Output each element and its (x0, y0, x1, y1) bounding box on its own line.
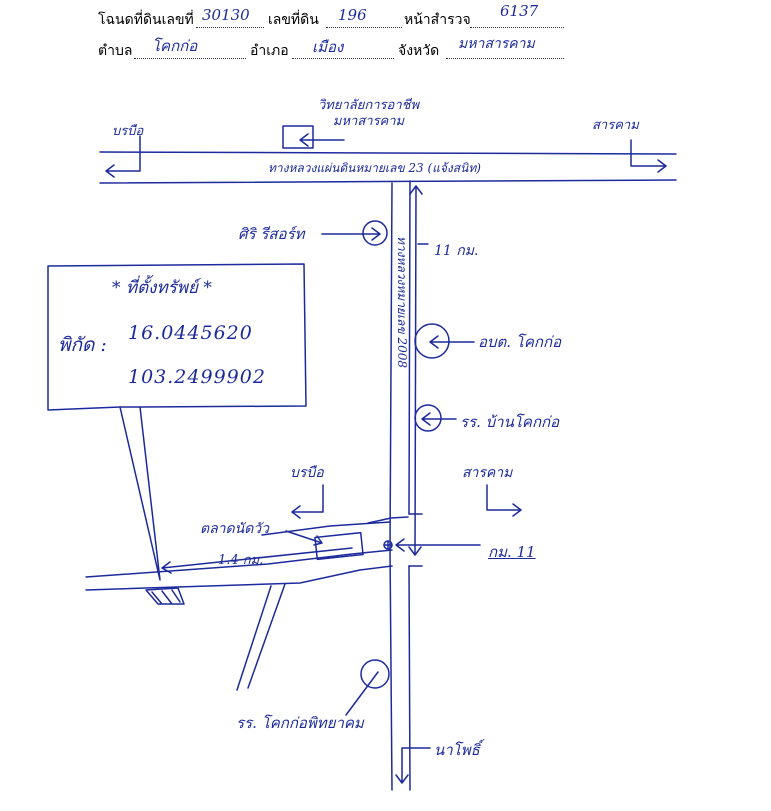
cattle-market-box (314, 531, 364, 561)
district-value: เมือง (312, 38, 344, 56)
siri-pointer (321, 227, 381, 241)
barue-top-arrow (105, 135, 141, 178)
sarakham-top-label: สารคาม (592, 118, 639, 133)
province-label: จังหวัด (398, 43, 440, 59)
school1-pointer (421, 412, 457, 426)
college-pointer (299, 133, 345, 147)
branch-road-west-edge (236, 585, 272, 691)
subdistrict-label: ตำบล (98, 43, 133, 59)
abt-label: อบต. โคกก่อ (478, 333, 562, 351)
cross-road-north-edge (85, 549, 393, 578)
callout-title: * ที่ตั้งทรัพย์ * (112, 278, 212, 298)
sarakham-mid-label: สารคาม (462, 465, 513, 481)
km11-marker-cross (383, 540, 393, 550)
callout-coord-label: พิกัด : (58, 334, 107, 356)
distance-11-arrow (408, 185, 423, 556)
school1-circle (414, 404, 442, 432)
km11-pointer (395, 538, 481, 552)
abt-pointer (429, 335, 475, 349)
abt-circle (414, 323, 450, 359)
cattle-market-label: ตลาดนัดวัว (200, 521, 270, 537)
siri-resort-circle (362, 220, 388, 246)
college-label: วิทยาลัยการอาชีพ มหาสารคาม (318, 98, 420, 129)
distance-14-label: 1.4 กม. (218, 553, 264, 568)
road-2008-label: ทางหลวงหมายเลข 2008 (395, 236, 409, 368)
survey-label: หน้าสำรวจ (404, 12, 471, 28)
barue-mid-label: บรบือ (290, 465, 324, 481)
school2-circle (360, 659, 390, 689)
survey-number: 6137 (500, 2, 539, 20)
parcel-label: เลขที่ดิน (268, 12, 319, 28)
parcel-number: 196 (338, 6, 367, 24)
sarakham-top-arrow (630, 139, 667, 173)
sarakham-mid-arrow (486, 484, 522, 517)
cross-road-top (261, 516, 409, 536)
barue-top-label: บรบือ (112, 124, 144, 139)
highway-23-north-edge (99, 151, 677, 155)
branch-road-east-edge (247, 583, 286, 689)
college-building (282, 125, 314, 149)
distance-14-arrow (161, 547, 353, 574)
province-value: มหาสารคาม (458, 36, 535, 52)
deed-number: 30130 (202, 6, 250, 24)
cattle-market-pointer (285, 530, 323, 546)
school2-pointer (345, 671, 379, 716)
subdistrict-value: โคกก่อ (152, 37, 198, 55)
na-pho-arrow (395, 747, 431, 784)
district-label: อำเภอ (250, 43, 289, 59)
highway-23-south-edge (99, 179, 677, 184)
callout-longitude: 103.2499902 (128, 366, 266, 388)
road-2008-east-edge (408, 180, 411, 791)
school2-label: รร. โคกก่อพิทยาคม (236, 714, 364, 732)
cross-road-junction (408, 513, 423, 567)
cross-road-south-edge (85, 565, 393, 591)
callout-latitude: 16.0445620 (128, 322, 253, 344)
distance-11-label: 11 กม. (434, 243, 479, 259)
deed-label: โฉนดที่ดินเลขที่ (98, 12, 194, 28)
highway-23-label: ทางหลวงแผ่นดินหมายเลข 23 (แจ้งสนิท) (268, 161, 481, 175)
callout-pointer (119, 406, 161, 581)
school1-label: รร. บ้านโคกก่อ (460, 413, 560, 431)
siri-resort-label: ศิริ รีสอร์ท (238, 225, 305, 243)
na-pho-label: นาโพธิ์ (434, 741, 480, 759)
site-hatch (145, 587, 185, 605)
km11-label: กม. 11 (488, 543, 536, 561)
road-2008-west-edge (389, 182, 393, 791)
barue-mid-arrow (291, 484, 324, 519)
